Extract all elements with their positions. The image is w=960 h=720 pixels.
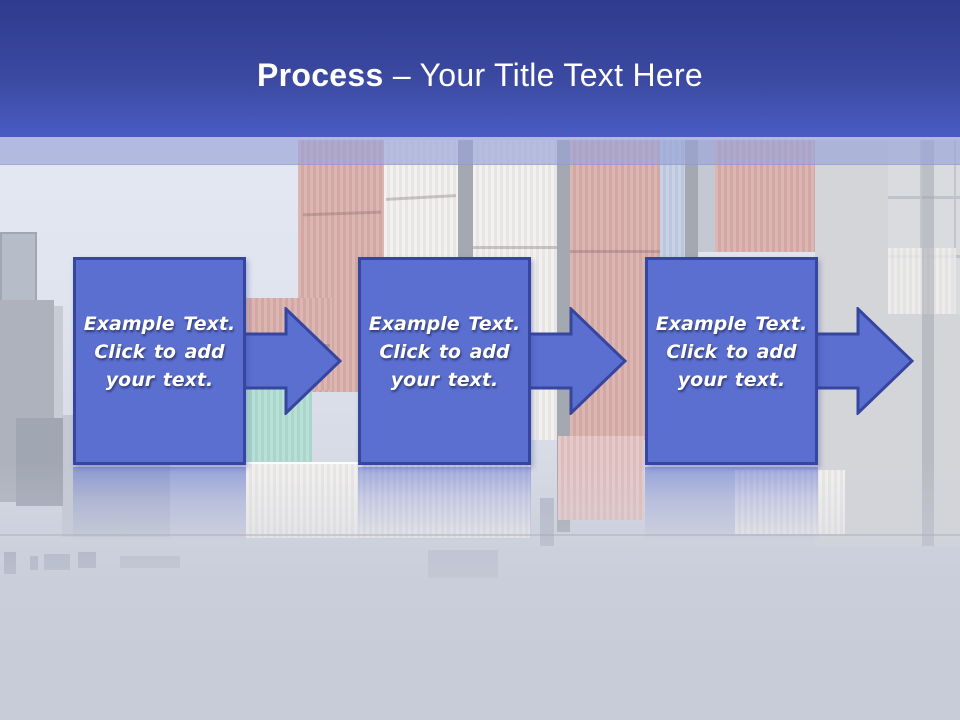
step-text: Example Text. Click to add your text. [648, 260, 815, 394]
step-text-line: Click to add [666, 341, 797, 363]
step-text-line: Click to add [94, 341, 225, 363]
title-bar: Process – Your Title Text Here [0, 0, 960, 137]
process-arrow-2 [526, 307, 627, 415]
dock-mark [428, 550, 498, 578]
step-text: Example Text. Click to add your text. [361, 260, 528, 394]
arrow-shape [241, 307, 342, 415]
dock-bollard [540, 498, 554, 546]
dock-mark [44, 554, 70, 570]
container-block [698, 140, 715, 252]
step-text-line: your text. [390, 369, 499, 391]
step-text-line: your text. [105, 369, 214, 391]
process-step-box-1[interactable]: Example Text. Click to add your text. [73, 257, 246, 465]
container-block [735, 470, 845, 534]
dock-mark [78, 552, 96, 568]
container-block [54, 306, 63, 502]
dock-mark [120, 556, 180, 568]
dock-mark [4, 552, 16, 574]
dock-edge [0, 534, 960, 536]
arrow-shape [813, 307, 914, 415]
crane-post [922, 140, 934, 546]
container-block [16, 418, 63, 506]
container-block [246, 462, 530, 538]
container-block [558, 436, 644, 520]
dock-mark [30, 556, 38, 570]
step-text: Example Text. Click to add your text. [76, 260, 243, 394]
step-text-line: your text. [677, 369, 786, 391]
step-text-line: Example Text. [368, 313, 521, 335]
title-placeholder-text: Your Title Text Here [419, 57, 704, 93]
slide-title[interactable]: Process – Your Title Text Here [257, 43, 703, 94]
container-block [0, 232, 37, 302]
step-text-line: Example Text. [655, 313, 808, 335]
process-step-box-3[interactable]: Example Text. Click to add your text. [645, 257, 818, 465]
step-text-line: Click to add [379, 341, 510, 363]
title-keyword: Process [256, 57, 384, 93]
title-separator: – [392, 57, 411, 93]
process-arrow-3 [813, 307, 914, 415]
process-step-box-2[interactable]: Example Text. Click to add your text. [358, 257, 531, 465]
process-arrow-1 [241, 307, 342, 415]
container-seam [570, 250, 660, 253]
arrow-shape [526, 307, 627, 415]
header-accent-band [0, 137, 960, 165]
step-text-line: Example Text. [83, 313, 236, 335]
container-seam [473, 246, 557, 249]
